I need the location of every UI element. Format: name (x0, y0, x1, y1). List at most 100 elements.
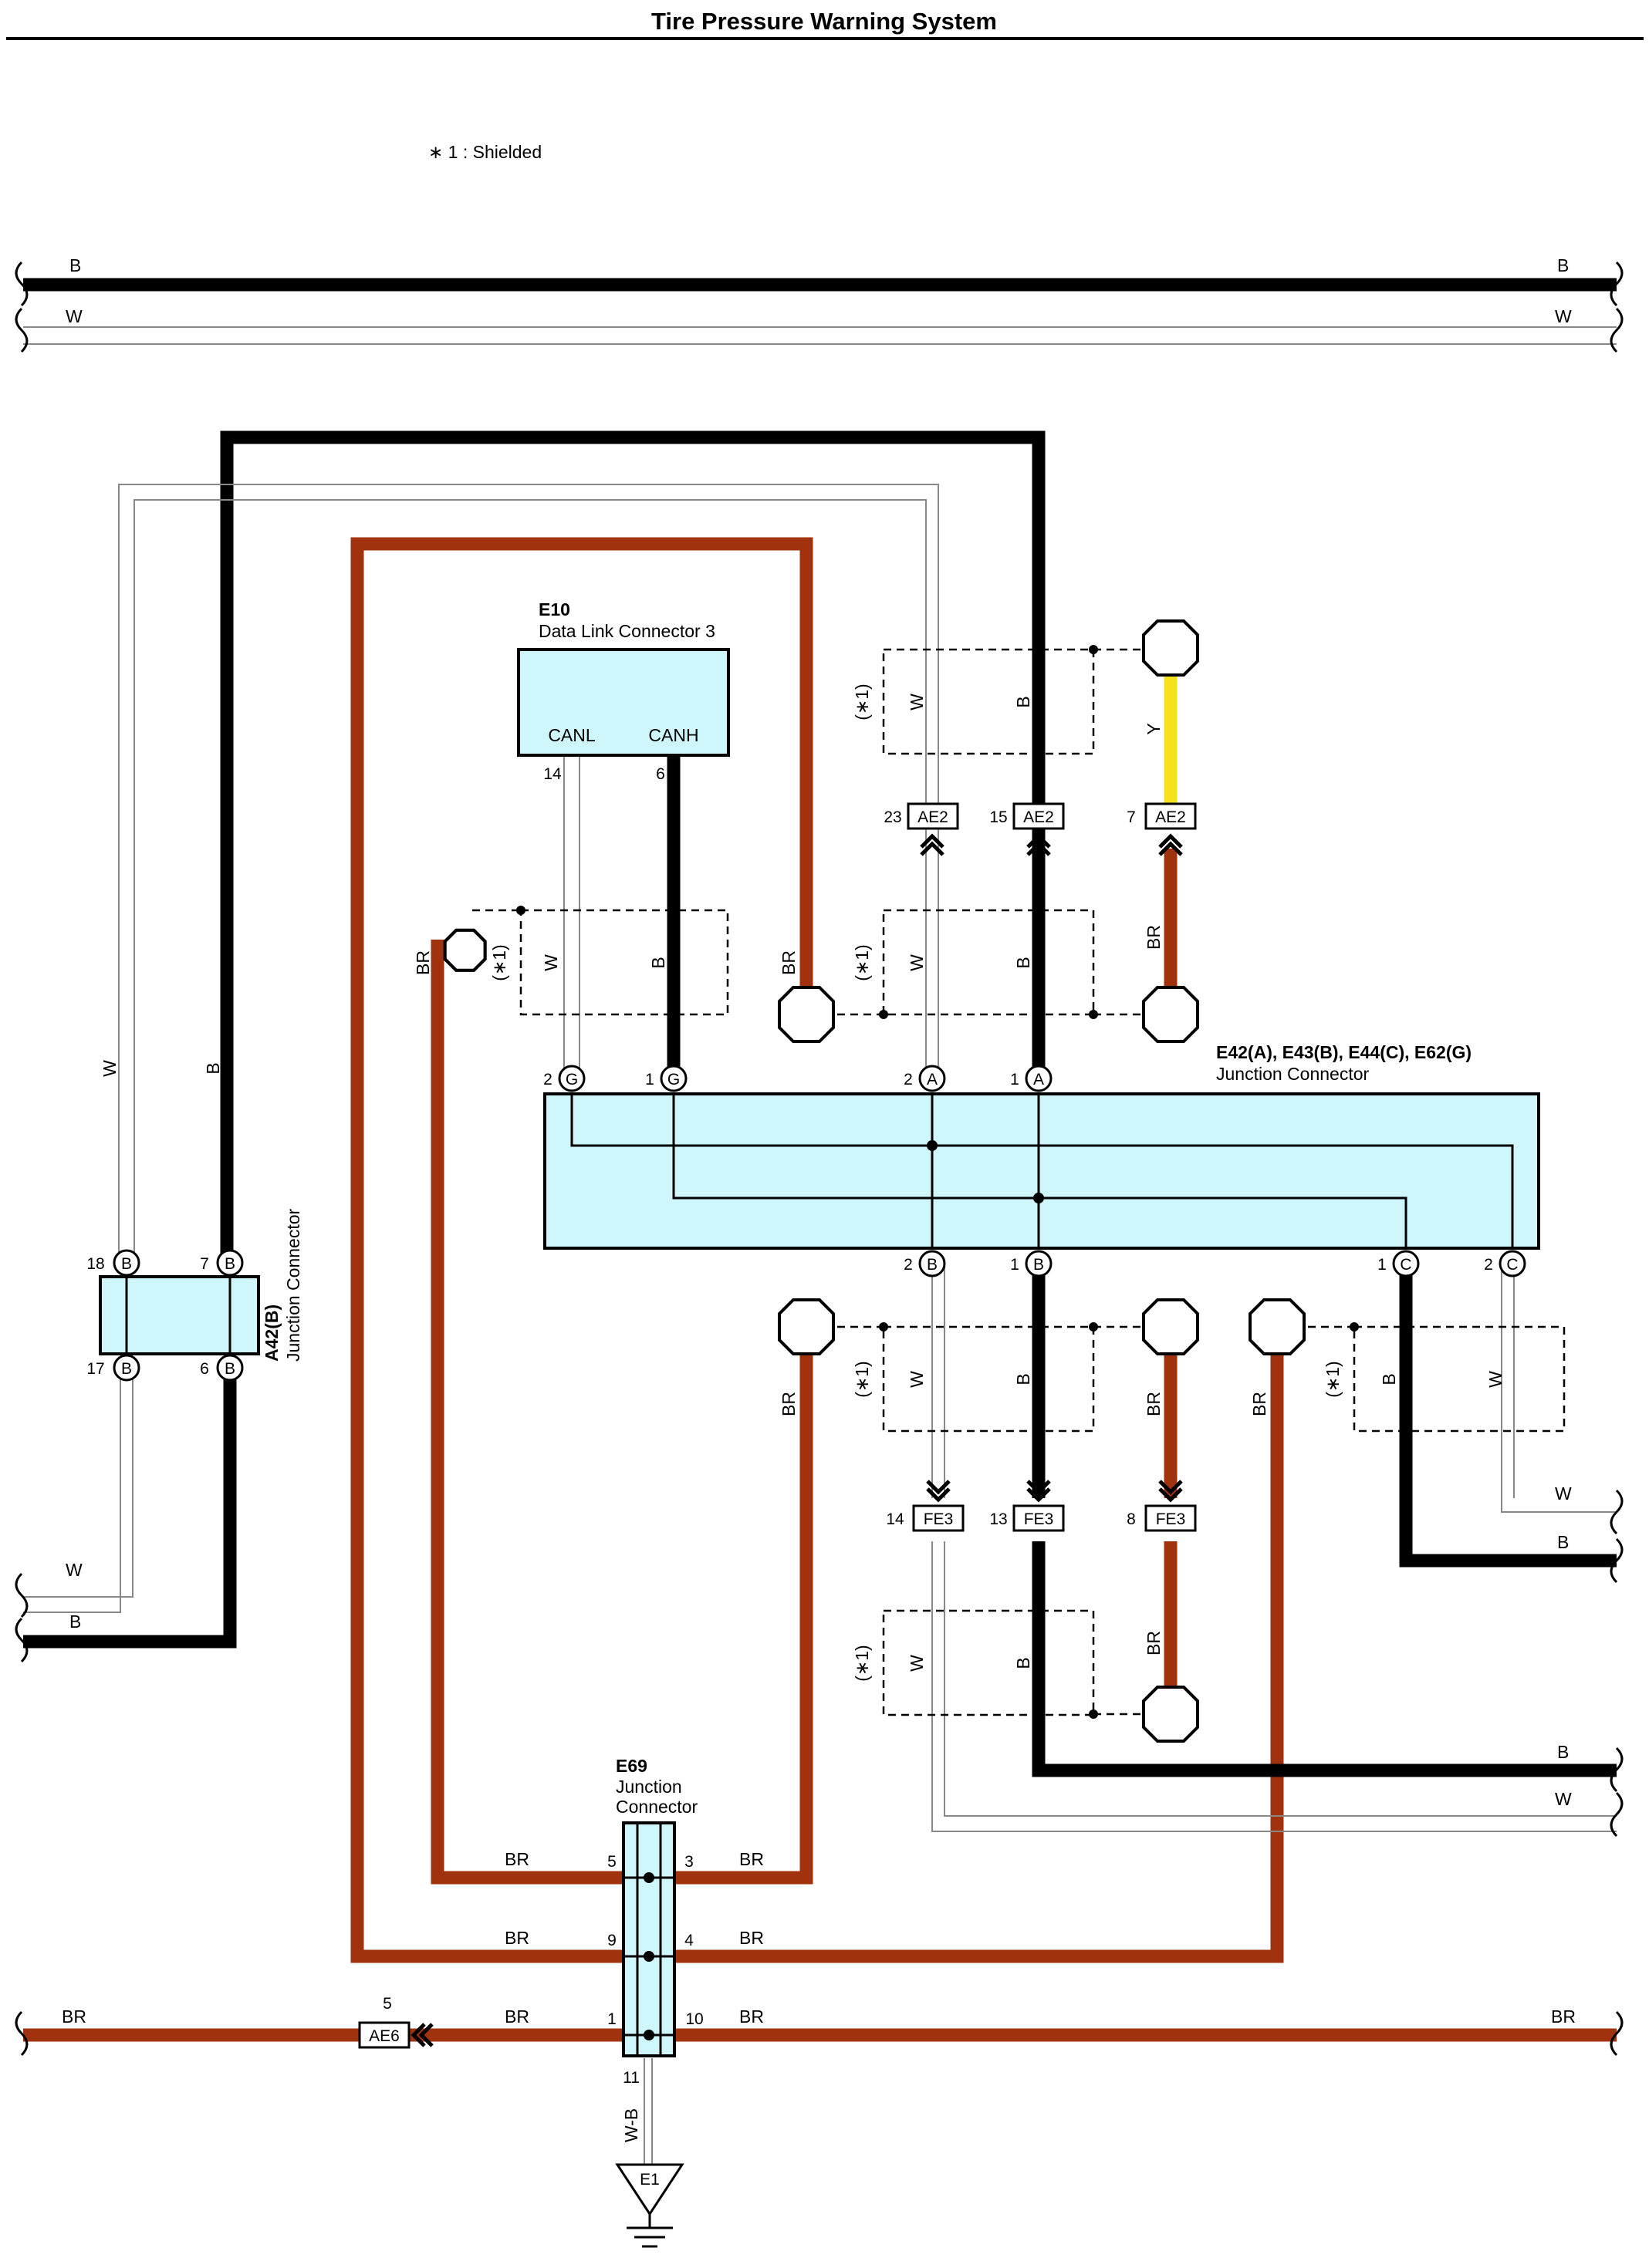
wire-color-labels: B B W W W B W B BR W B BR W B Y W B BR B… (62, 255, 1576, 2142)
svg-text:W: W (66, 306, 83, 326)
svg-text:W: W (100, 1060, 120, 1077)
main-junction-connector: E42(A), E43(B), E44(C), E62(G) Junction … (543, 1042, 1540, 1250)
shield-box-ae2-bottom (882, 909, 1095, 1016)
e10-canl-label: CANL (548, 725, 596, 745)
svg-text:6: 6 (200, 1360, 209, 1378)
svg-text:B: B (1379, 1373, 1399, 1385)
svg-text:BR: BR (739, 1928, 764, 1948)
left-loop-b-wire (220, 430, 1046, 1263)
fe3-13-b-out-wire (1032, 1541, 1617, 1777)
a42-out-w-wire (23, 1366, 133, 1613)
drain-octagon-fe3-bottom (1142, 1686, 1199, 1743)
svg-text:11: 11 (623, 2069, 640, 2087)
shield-box-fe3-bottom (882, 1609, 1095, 1716)
svg-text:B: B (1013, 1373, 1033, 1385)
shield-labels: (∗1) (∗1) (∗1) (∗1) (∗1) (∗1) (489, 683, 1343, 1681)
diagram-title: Tire Pressure Warning System (651, 8, 997, 35)
svg-text:BR: BR (62, 2006, 86, 2027)
a42-name: Junction Connector (283, 1208, 303, 1362)
svg-text:W: W (907, 954, 927, 971)
svg-text:(∗1): (∗1) (1323, 1361, 1343, 1397)
svg-text:B: B (1013, 696, 1033, 707)
svg-text:7: 7 (200, 1255, 209, 1273)
svg-text:C: C (1506, 1256, 1518, 1274)
svg-text:10: 10 (685, 2010, 703, 2028)
ae6-connector: AE6 5 (358, 1995, 434, 2049)
svg-text:G: G (566, 1071, 578, 1088)
shield-box-c (1353, 1325, 1566, 1433)
svg-text:AE2: AE2 (1023, 808, 1054, 826)
svg-text:AE2: AE2 (1155, 808, 1186, 826)
main-jc-ids: E42(A), E43(B), E44(C), E62(G) (1216, 1042, 1472, 1062)
left-loop-w-wire (118, 484, 939, 1263)
e10-pin-14: 14 (543, 765, 562, 783)
drain-octagon-br-loop (778, 986, 835, 1043)
svg-text:5: 5 (607, 1853, 617, 1871)
top-bus-w-wire (23, 326, 1617, 345)
svg-text:B: B (121, 1360, 132, 1378)
svg-text:3: 3 (684, 1853, 694, 1871)
svg-text:B: B (69, 1612, 81, 1632)
svg-text:2: 2 (1484, 1256, 1493, 1274)
svg-text:1: 1 (1377, 1256, 1387, 1274)
shield-drain-lines (472, 648, 1354, 1716)
svg-text:B: B (69, 255, 81, 275)
svg-text:B: B (648, 957, 668, 968)
svg-text:W: W (1485, 1371, 1505, 1388)
svg-text:2: 2 (543, 1071, 552, 1088)
svg-text:(∗1): (∗1) (852, 944, 872, 980)
br-pin3-wire (671, 1332, 813, 1885)
svg-text:W: W (907, 1371, 927, 1388)
svg-text:FE3: FE3 (1156, 1510, 1186, 1528)
svg-text:1: 1 (607, 2010, 617, 2028)
svg-text:FE3: FE3 (924, 1510, 954, 1528)
svg-text:B: B (1557, 255, 1569, 275)
svg-text:(∗1): (∗1) (489, 944, 509, 980)
main-jc-bottom-pins: B 2 B 1 C 1 C 2 (904, 1250, 1526, 1277)
shield-drain-dots (516, 645, 1359, 1719)
svg-text:W: W (541, 954, 561, 971)
drain-octagon-right (1249, 1298, 1306, 1355)
svg-text:BR: BR (1551, 2006, 1576, 2027)
svg-text:BR: BR (505, 1928, 529, 1948)
c1-b-out-wire (1399, 1265, 1617, 1568)
fe3-connectors: FE3 14 FE3 13 FE3 8 (886, 1480, 1197, 1532)
b2-fe3-w-wire (931, 1265, 945, 1498)
svg-text:2: 2 (904, 1256, 913, 1274)
svg-text:15: 15 (989, 808, 1007, 826)
e10-id: E10 (539, 599, 570, 619)
svg-text:23: 23 (884, 808, 901, 826)
e69-junction-connector: E69 Junction Connector 5 3 9 4 1 10 11 (607, 1756, 704, 2087)
svg-text:4: 4 (684, 1932, 694, 1949)
svg-text:BR: BR (779, 950, 799, 975)
svg-text:A: A (1033, 1071, 1044, 1088)
drain-octagon-ae2-br (1142, 986, 1199, 1043)
svg-text:(∗1): (∗1) (852, 683, 872, 720)
e10-canl-wire (563, 756, 580, 1078)
br-pin4-wire (671, 1332, 1284, 1963)
svg-text:B: B (1557, 1532, 1569, 1552)
svg-text:BR: BR (1144, 1392, 1164, 1416)
br-left-drain-wire (431, 940, 627, 1885)
svg-text:AE6: AE6 (369, 2027, 400, 2045)
ground-e1: E1 (615, 2163, 684, 2248)
svg-text:A: A (927, 1071, 938, 1088)
e10-name: Data Link Connector 3 (539, 621, 715, 641)
svg-text:B: B (121, 1255, 132, 1273)
ae2-23-w-wire (925, 849, 939, 1078)
svg-text:W: W (1555, 1789, 1572, 1809)
svg-text:W: W (1555, 1483, 1572, 1504)
svg-text:BR: BR (1144, 925, 1164, 950)
svg-text:W: W (1555, 306, 1572, 326)
c2-w-out-wire (1501, 1265, 1617, 1513)
svg-text:B: B (1013, 957, 1033, 968)
svg-text:BR: BR (1144, 1631, 1164, 1655)
svg-text:BR: BR (505, 1849, 529, 1869)
drain-terminals (443, 619, 1306, 1743)
svg-text:G: G (667, 1071, 680, 1088)
svg-text:(∗1): (∗1) (852, 1645, 872, 1681)
main-jc-name: Junction Connector (1216, 1064, 1370, 1084)
svg-text:13: 13 (989, 1510, 1007, 1528)
svg-text:BR: BR (739, 1849, 764, 1869)
